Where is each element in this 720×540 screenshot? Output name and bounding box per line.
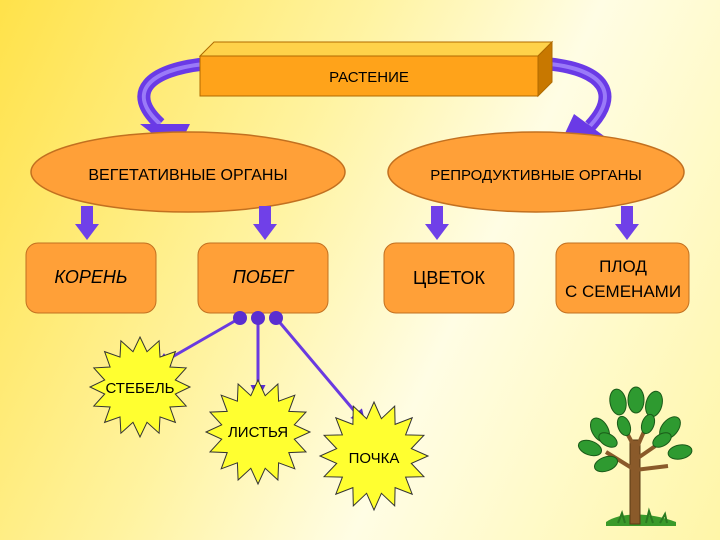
vegetative-organs-label: ВЕГЕТАТИВНЫЕ ОРГАНЫ	[88, 167, 287, 184]
leaves-burst: ЛИСТЬЯ	[204, 378, 312, 486]
stem-label: СТЕБЕЛЬ	[105, 380, 174, 397]
arrow-to-shoot	[253, 206, 277, 240]
bud-burst: ПОЧКА	[318, 400, 430, 512]
reproductive-organs-ellipse: РЕПРОДУКТИВНЫЕ ОРГАНЫ	[387, 131, 685, 213]
organ-fruit-label-line1: ПЛОД	[599, 257, 647, 276]
organ-flower-box: ЦВЕТОК	[383, 242, 515, 314]
organ-fruit-label-line2: С СЕМЕНАМИ	[565, 282, 681, 301]
organ-root-box: КОРЕНЬ	[25, 242, 157, 314]
arrow-to-flower	[425, 206, 449, 240]
organ-root-label: КОРЕНЬ	[54, 267, 127, 287]
organ-flower-label: ЦВЕТОК	[413, 268, 486, 288]
organ-shoot-label: ПОБЕГ	[233, 267, 295, 287]
vegetative-organs-ellipse: ВЕГЕТАТИВНЫЕ ОРГАНЫ	[30, 131, 346, 213]
tree-illustration	[577, 386, 693, 526]
arrow-to-root-organ	[75, 206, 99, 240]
organ-fruit-box: ПЛОД С СЕМЕНАМИ	[555, 242, 690, 314]
reproductive-organs-label: РЕПРОДУКТИВНЫЕ ОРГАНЫ	[430, 167, 642, 184]
stem-burst: СТЕБЕЛЬ	[88, 335, 192, 439]
root-label: РАСТЕНИЕ	[329, 69, 409, 86]
down-arrows	[75, 206, 639, 240]
bud-label: ПОЧКА	[349, 450, 400, 467]
root-box: РАСТЕНИЕ	[198, 40, 554, 98]
organ-shoot-box: ПОБЕГ	[197, 242, 329, 314]
leaves-label: ЛИСТЬЯ	[228, 424, 288, 441]
arrow-to-fruit	[615, 206, 639, 240]
